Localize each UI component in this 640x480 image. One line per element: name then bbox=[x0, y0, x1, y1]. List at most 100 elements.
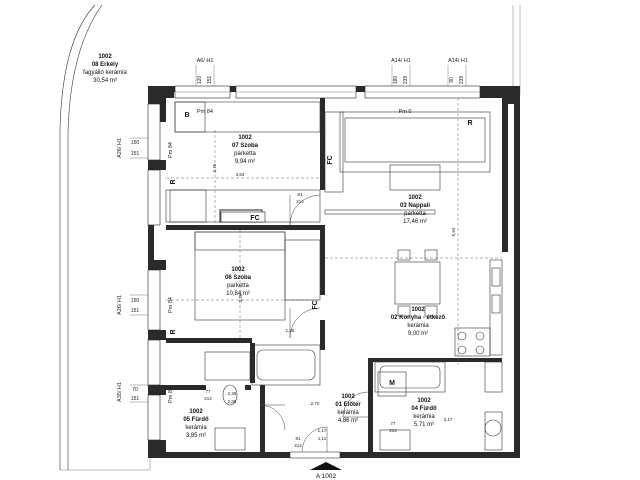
parapet-label: Pm 0 bbox=[399, 109, 412, 115]
dimension: 214 bbox=[204, 396, 212, 401]
interior-walls bbox=[166, 98, 502, 452]
dimension: 81 bbox=[295, 436, 301, 441]
room-name: 05 Fürdő bbox=[183, 417, 209, 423]
window-tag-a26b: A26/ H1 bbox=[117, 295, 123, 315]
window-dim: 239 bbox=[459, 76, 465, 85]
symbol-b: B bbox=[184, 112, 189, 119]
furniture-bathrooms bbox=[204, 344, 503, 451]
balcony-label: 1002 08 Erkély fagyálló kerámia 30,54 m² bbox=[83, 54, 127, 84]
balcony-area: 30,54 m² bbox=[93, 78, 117, 84]
dimension: 2,75 bbox=[212, 163, 217, 172]
room-number: 1002 bbox=[231, 267, 245, 273]
room-name: 03 Nappali bbox=[400, 203, 430, 209]
room-area: 9,94 m² bbox=[235, 159, 255, 165]
window-dim: 151 bbox=[131, 151, 140, 157]
room-area: 10,84 m² bbox=[226, 291, 250, 297]
window-tag-a35: A35/ H1 bbox=[117, 382, 123, 402]
room-floor: kerámia bbox=[407, 323, 429, 329]
window-dim: 150 bbox=[131, 298, 140, 304]
window-dim: 239 bbox=[403, 76, 409, 85]
room-floor: parketta bbox=[234, 151, 256, 157]
dimension: 5,94 bbox=[451, 227, 456, 236]
window-tag-a6: A6/ H1 bbox=[197, 58, 214, 64]
room-label-szoba06: 1002 06 Szoba parketta 10,84 m² bbox=[225, 267, 252, 297]
window-dim: 151 bbox=[131, 308, 140, 314]
room-area: 3,85 m² bbox=[186, 433, 206, 439]
parapet-label: Pm 84 bbox=[197, 109, 213, 115]
room-name: 02 Konyha - étkező bbox=[391, 315, 446, 321]
window-dim: 90 bbox=[449, 77, 455, 83]
dimension: 214 bbox=[294, 443, 302, 448]
dimension: 3,83 bbox=[236, 172, 245, 177]
parapet-label: Pm 84 bbox=[168, 142, 174, 158]
doors bbox=[259, 194, 369, 459]
dimension: 1,11 bbox=[318, 436, 327, 441]
room-area: 5,71 m² bbox=[414, 422, 434, 428]
room-name: 06 Szoba bbox=[225, 275, 252, 281]
parapet-label: Pm 84 bbox=[168, 297, 174, 313]
dimension: 81 bbox=[297, 192, 303, 197]
window-markers bbox=[130, 65, 467, 403]
symbol-r: R bbox=[467, 120, 472, 127]
room-label-furdo04: 1002 04 Fürdő kerámia 5,71 m² bbox=[411, 398, 437, 428]
room-floor: kerámia bbox=[337, 410, 359, 416]
window-dim: 120 bbox=[197, 76, 203, 85]
parapet-labels: Pm 84 Pm 0 Pm 84 Pm 84 Pm 84 bbox=[168, 109, 411, 403]
room-label-furdo05: 1002 05 Fürdő kerámia 3,85 m² bbox=[183, 409, 209, 439]
balcony-floor: fagyálló kerámia bbox=[83, 70, 127, 76]
entry-label: A 1002 bbox=[316, 473, 337, 480]
window-dim: 150 bbox=[131, 140, 140, 146]
window-dim: 151 bbox=[207, 76, 213, 85]
symbol-fc: FC bbox=[327, 155, 334, 164]
symbol-fc: FC bbox=[312, 300, 319, 309]
room-label-eloter: 1002 01 Előtér kerámia 4,86 m² bbox=[335, 394, 361, 424]
room-number: 1002 bbox=[341, 394, 355, 400]
dimension: 77 bbox=[390, 421, 396, 426]
balcony-outline bbox=[59, 4, 521, 471]
room-label-szoba07: 1002 07 Szoba parketta 9,94 m² bbox=[232, 135, 259, 165]
parapet-label: Pm 84 bbox=[168, 387, 174, 403]
symbol-r: R bbox=[170, 179, 177, 184]
symbol-r: R bbox=[170, 329, 177, 334]
room-name: 01 Előtér bbox=[335, 402, 361, 408]
room-area: 17,46 m² bbox=[403, 219, 427, 225]
room-number: 1002 bbox=[189, 409, 203, 415]
window-dim: 151 bbox=[131, 396, 140, 402]
dimensions: 2,75 3,83 5,94 81 214 3,26 1,35 2,36 2,7… bbox=[204, 163, 456, 448]
symbol-fc: FC bbox=[250, 215, 259, 222]
room-label-nappali: 1002 03 Nappali parketta 17,46 m² bbox=[400, 195, 430, 225]
furniture-kitchen bbox=[394, 249, 503, 357]
window-tag-a26a: A26/ H1 bbox=[117, 138, 123, 158]
dimension: 1,35 bbox=[286, 328, 295, 333]
window-dim: 180 bbox=[393, 76, 399, 85]
window-tags: A6/ H1 A14/ H1 A14/ H1 120 151 180 239 9… bbox=[117, 58, 468, 402]
balcony-name: 08 Erkély bbox=[92, 62, 119, 68]
room-floor: parketta bbox=[404, 211, 426, 217]
dimension: 2,36 bbox=[228, 391, 237, 396]
dimension: 3,26 bbox=[238, 293, 243, 302]
entry-arrow bbox=[310, 462, 342, 470]
furniture-room06 bbox=[166, 230, 321, 338]
symbol-m: M bbox=[389, 380, 395, 387]
window-tag-a14a: A14/ H1 bbox=[391, 58, 411, 64]
outer-walls bbox=[148, 86, 520, 458]
room-number: 1002 bbox=[408, 195, 422, 201]
window-dim: 70 bbox=[132, 387, 138, 393]
dimension: 1,17 bbox=[318, 428, 327, 433]
room-floor: parketta bbox=[227, 283, 249, 289]
room-area: 9,00 m² bbox=[408, 331, 428, 337]
dimension: 214 bbox=[296, 199, 304, 204]
dimension: 77 bbox=[205, 389, 211, 394]
room-area: 4,86 m² bbox=[338, 418, 358, 424]
window-tag-a14b: A14/ H1 bbox=[448, 58, 468, 64]
room-number: 1002 bbox=[417, 398, 431, 404]
room-name: 04 Fürdő bbox=[411, 406, 437, 412]
room-label-konyha: 1002 02 Konyha - étkező kerámia 9,00 m² bbox=[391, 307, 446, 337]
symbols: B R R R FC FC FC M bbox=[170, 112, 473, 387]
room-number: 1002 bbox=[238, 135, 252, 141]
dimension: 2,70 bbox=[311, 401, 320, 406]
balcony-number: 1002 bbox=[98, 54, 112, 60]
room-floor: kerámia bbox=[413, 414, 435, 420]
furniture-nappali bbox=[324, 98, 502, 365]
room-floor: kerámia bbox=[185, 425, 207, 431]
